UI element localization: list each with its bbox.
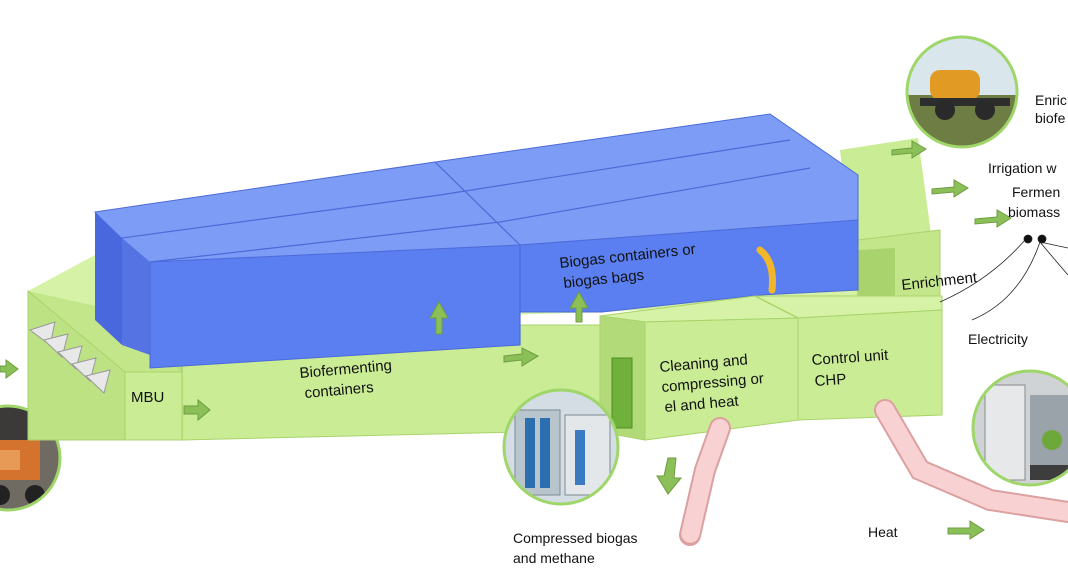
enrichment-block <box>840 138 941 313</box>
arrow-fermented <box>974 209 1012 228</box>
cleaning-control-block <box>599 295 943 441</box>
gas-pipe <box>756 246 776 294</box>
compressed-label-line2: and methane <box>513 550 595 566</box>
arrow-irrigation <box>931 179 969 198</box>
heat-label: Heat <box>868 524 898 540</box>
electricity-label: Electricity <box>968 331 1028 347</box>
arrow-mbu <box>183 398 211 422</box>
mbu-fins <box>28 321 111 394</box>
arrow-heat <box>947 520 985 540</box>
arrow-containers <box>503 347 540 367</box>
control-label-line2: CHP <box>814 371 847 390</box>
fermented-label-line1: Fermen <box>1012 184 1060 200</box>
compressed-label-line1: Compressed biogas <box>513 530 638 546</box>
compressor-container-photo <box>502 388 620 506</box>
electricity-cables <box>939 234 1068 321</box>
heat-pipes <box>679 399 1068 546</box>
biofermenting-label-line2: containers <box>304 379 374 402</box>
mbu-label: MBU <box>131 389 164 406</box>
up-arrow-2 <box>569 290 589 323</box>
cleaning-label-line3: el and heat <box>664 393 740 416</box>
slurry-spreader-photo <box>905 35 1019 149</box>
arrow-enriched <box>891 140 927 159</box>
enriched-label-line1: Enric <box>1035 92 1067 108</box>
fermented-label-line2: biomass <box>1008 204 1060 220</box>
enriched-label-line2: biofe <box>1035 110 1066 126</box>
control-label-line1: Control unit <box>811 347 890 369</box>
irrigation-label: Irrigation w <box>988 160 1057 176</box>
up-arrow-1 <box>429 300 449 335</box>
biogas-containers <box>94 113 859 369</box>
input-arrow <box>0 359 19 379</box>
chp-unit-photo <box>971 369 1068 487</box>
arrow-compressed <box>656 457 683 495</box>
